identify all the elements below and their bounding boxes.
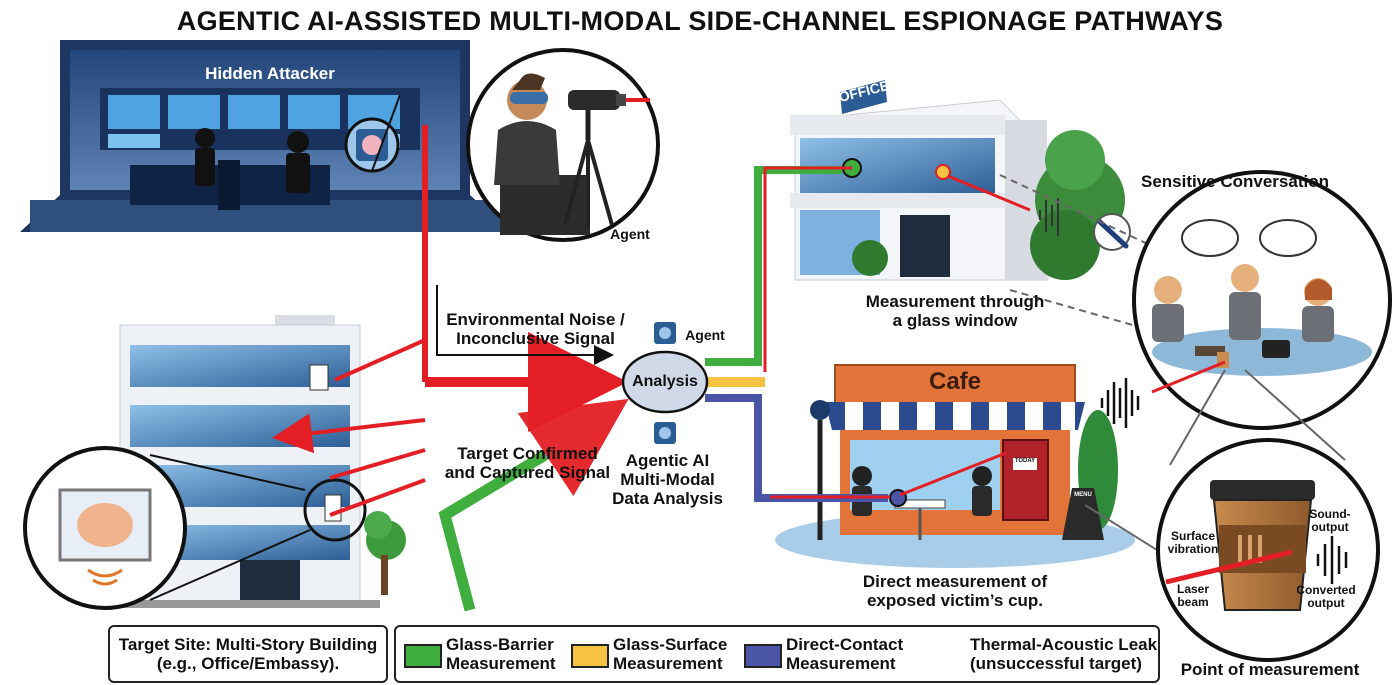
ai-chip-badge xyxy=(344,117,400,173)
cafe-menu-board: MENU xyxy=(1074,492,1092,498)
cafe-caption: Direct measurement of exposed victim’s c… xyxy=(830,572,1080,610)
cafe-scene xyxy=(775,364,1135,568)
legend-leak-line1: Thermal-Acoustic Leak xyxy=(970,635,1158,654)
cafe-door-board: TODAY xyxy=(1014,458,1036,464)
window-magnifier xyxy=(23,446,311,610)
legend-2-line1: Direct-Contact xyxy=(786,635,904,654)
confirmed-label: Target Confirmed and Captured Signal xyxy=(440,444,615,482)
cafe-caption-line1: Direct measurement of xyxy=(862,572,1048,591)
analysis-node xyxy=(621,350,709,414)
target-site-box: Target Site: Multi-Story Building (e.g.,… xyxy=(108,625,388,683)
attacker-room xyxy=(20,40,510,232)
target-site-text: Target Site: Multi-Story Building (e.g.,… xyxy=(110,635,386,673)
conversation-label: Sensitive Conversation xyxy=(1140,172,1329,191)
signal-flow xyxy=(272,125,890,612)
surface-vibration-label: Surface vibration xyxy=(1158,529,1228,557)
legend-0-line1: Glass-Barrier xyxy=(446,635,554,654)
office-caption: Measurement through a glass window xyxy=(840,292,1070,330)
laser-line2: beam xyxy=(1177,595,1209,610)
cup-magnifier xyxy=(1084,369,1380,662)
legend-0-line2: Measurement xyxy=(446,654,556,674)
chip-icon-top xyxy=(654,322,676,344)
legend-swatch-direct-contact xyxy=(744,644,782,668)
sound-line1: Sound- xyxy=(1309,507,1351,521)
laser-line1: Laser xyxy=(1176,582,1210,596)
legend-2-line2: Measurement xyxy=(786,654,896,674)
ai-line2: Multi-Modal xyxy=(620,470,715,490)
confirmed-line1: Target Confirmed xyxy=(457,444,598,463)
legend-swatch-glass-barrier xyxy=(404,644,442,668)
laser-beam-label: Laser beam xyxy=(1168,582,1218,610)
noise-label: Environmental Noise / Inconclusive Signa… xyxy=(438,310,633,348)
analysis-agent-label: Agent xyxy=(685,327,725,343)
page-title: AGENTIC AI-ASSISTED MULTI-MODAL SIDE-CHA… xyxy=(176,6,1224,36)
sound-output-label: Sound- output xyxy=(1300,507,1360,535)
legend-1-line1: Glass-Surface xyxy=(613,635,728,654)
attacker-label: Hidden Attacker xyxy=(205,64,335,83)
legend: Glass-Barrier Measurement Glass-Surface … xyxy=(394,625,1160,683)
agent-magnifier xyxy=(466,48,660,242)
agent-label: Agent xyxy=(610,226,650,242)
ai-analysis-label: Agentic AI Multi-Modal Data Analysis xyxy=(605,451,730,508)
converted-output-label: Converted output xyxy=(1286,583,1366,611)
cafe-caption-line2: exposed victim’s cup. xyxy=(866,591,1044,611)
analysis-label: Analysis xyxy=(632,373,698,390)
converted-line1: Converted xyxy=(1296,583,1356,597)
legend-item-glass-surface: Glass-Surface Measurement xyxy=(613,635,743,673)
pen-icon xyxy=(1093,213,1131,251)
chip-icon-bottom xyxy=(654,422,676,444)
target-site-line2: (e.g., Office/Embassy). xyxy=(156,654,340,674)
office-wave-icon xyxy=(1039,198,1059,236)
office-caption-line2: a glass window xyxy=(892,311,1018,331)
legend-leak-line2: (unsuccessful target) xyxy=(970,654,1142,674)
conversation-circle xyxy=(999,170,1392,430)
legend-item-direct-contact: Direct-Contact Measurement xyxy=(786,635,916,673)
target-site-line1: Target Site: Multi-Story Building xyxy=(118,635,378,654)
office-caption-line1: Measurement through xyxy=(865,292,1045,311)
noise-line2: Inconclusive Signal xyxy=(456,329,615,349)
ai-line3: Data Analysis xyxy=(612,489,723,509)
ai-line1: Agentic AI xyxy=(625,451,710,470)
legend-item-glass-barrier: Glass-Barrier Measurement xyxy=(446,635,576,673)
converted-line2: output xyxy=(1307,596,1345,611)
legend-item-leak: Thermal-Acoustic Leak (unsuccessful targ… xyxy=(970,635,1160,673)
point-of-measurement-label: Point of measurement xyxy=(1180,660,1360,679)
surface-line1: Surface xyxy=(1170,529,1216,543)
cafe-sign: Cafe xyxy=(928,368,982,395)
confirmed-line2: and Captured Signal xyxy=(444,463,611,483)
surface-line2: vibration xyxy=(1167,542,1219,557)
legend-1-line2: Measurement xyxy=(613,654,723,674)
legend-swatch-glass-surface xyxy=(571,644,609,668)
cafe-wave-icon xyxy=(1100,378,1140,428)
sound-line2: output xyxy=(1311,520,1349,535)
noise-line1: Environmental Noise / xyxy=(446,310,625,329)
